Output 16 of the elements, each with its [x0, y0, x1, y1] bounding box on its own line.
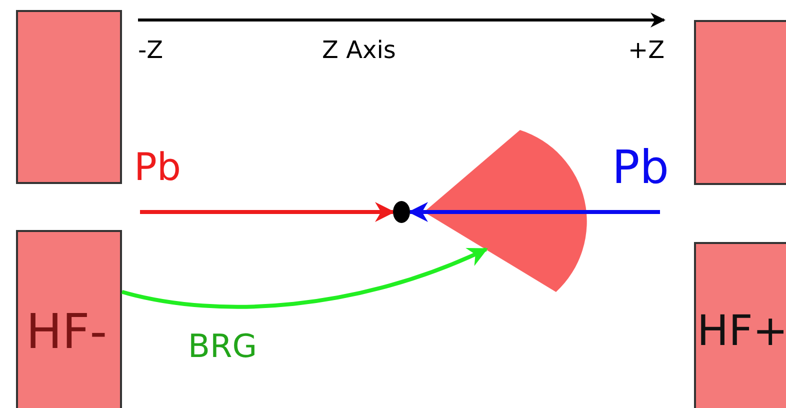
- detector-box: [16, 10, 122, 184]
- axis-title: Z Axis: [322, 38, 396, 62]
- detector-box: [16, 230, 122, 408]
- edge-label: BRG: [188, 330, 257, 362]
- detector-box: [694, 20, 786, 185]
- axis-label: -Z: [138, 38, 164, 62]
- collision-point: [393, 201, 410, 223]
- axis-label: +Z: [628, 38, 665, 62]
- detector-box: [694, 242, 786, 408]
- arrow: [122, 247, 488, 309]
- arrow: [408, 202, 660, 222]
- edge-label: Pb: [612, 144, 669, 190]
- arrow: [140, 202, 395, 222]
- edge-label: Pb: [134, 148, 182, 186]
- detector-label: HF+: [697, 310, 786, 352]
- detector-label: HF-: [26, 308, 108, 356]
